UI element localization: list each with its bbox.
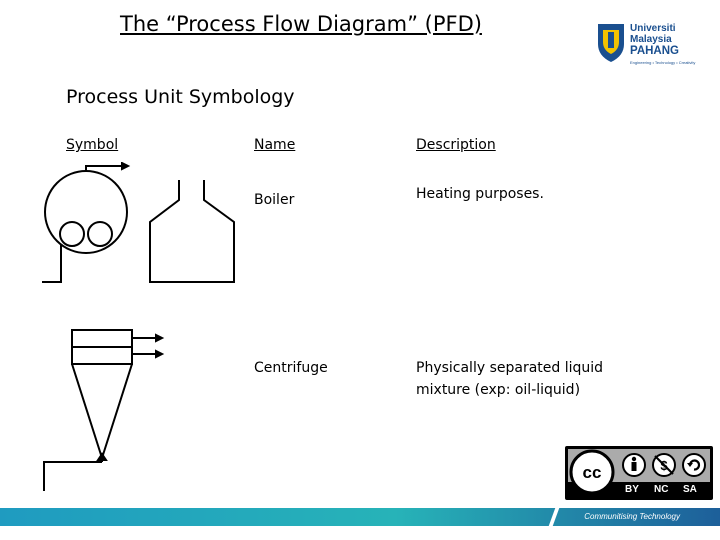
row-boiler-description: Heating purposes.	[416, 186, 544, 202]
logo-tagline: Engineering • Technology • Creativity	[630, 60, 696, 65]
centrifuge-symbol	[43, 329, 165, 491]
sa-label: SA	[683, 484, 697, 495]
attribution-icon	[622, 453, 646, 477]
crest-icon	[598, 24, 624, 62]
slide-title: The “Process Flow Diagram” (PFD)	[120, 12, 482, 36]
header-symbol: Symbol	[66, 137, 119, 153]
section-subtitle: Process Unit Symbology	[66, 86, 295, 108]
by-label: BY	[625, 484, 639, 495]
nc-label: NC	[654, 484, 669, 495]
header-name: Name	[254, 137, 296, 153]
header-description: Description	[416, 137, 496, 153]
row-centrifuge-description-line-2: mixture (exp: oil-liquid)	[416, 382, 581, 398]
cc-icon: cc	[569, 449, 615, 495]
university-logo: Universiti Malaysia PAHANG Engineering •…	[596, 22, 712, 66]
row-centrifuge-name: Centrifuge	[254, 360, 328, 376]
boiler-symbol	[42, 162, 235, 283]
cc-license-badge[interactable]: cc $ BY NC SA	[565, 446, 713, 500]
row-centrifuge-description-line-1: Physically separated liquid	[416, 360, 604, 376]
logo-line-1: Universiti	[630, 23, 676, 34]
logo-line-3: PAHANG	[630, 45, 679, 57]
row-boiler-name: Boiler	[254, 192, 295, 208]
footer-band: Communitising Technology	[0, 508, 720, 540]
cc-text: cc	[583, 463, 602, 482]
logo-line-2: Malaysia	[630, 34, 672, 45]
footer-tagline: Communitising Technology	[584, 512, 680, 521]
non-commercial-icon: $	[652, 453, 676, 477]
share-alike-icon	[682, 453, 706, 477]
